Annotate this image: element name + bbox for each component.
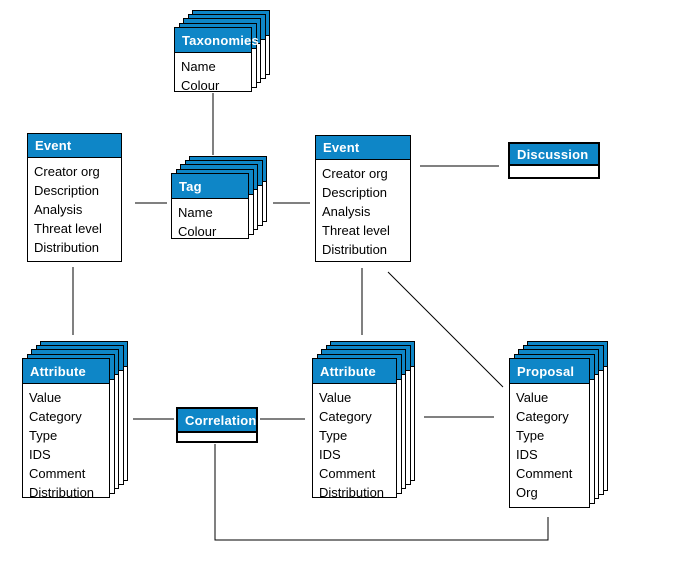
field-row: Comment xyxy=(319,466,376,481)
entity-title: Tag xyxy=(172,174,248,199)
field-row: IDS xyxy=(29,447,51,462)
field-row: Category xyxy=(29,409,82,424)
field-row: Org xyxy=(516,485,538,500)
entity-title: Taxonomies xyxy=(175,28,259,53)
field-row: Description xyxy=(322,185,388,200)
field-row: Type xyxy=(319,428,348,443)
field-row: Creator org xyxy=(34,164,100,179)
field-row: Comment xyxy=(29,466,86,481)
field-row: Name xyxy=(178,205,213,220)
field-row: Threat level xyxy=(34,221,102,236)
entity-title: Event xyxy=(28,134,121,158)
field-row: Type xyxy=(29,428,58,443)
field-row: Distribution xyxy=(322,242,388,257)
field-row: Category xyxy=(516,409,569,424)
field-row: IDS xyxy=(516,447,538,462)
field-row: Comment xyxy=(516,466,573,481)
field-row: Distribution xyxy=(34,240,100,255)
entity-fields xyxy=(510,166,598,170)
field-row: Analysis xyxy=(322,204,371,219)
entity-title: Attribute xyxy=(23,359,109,384)
field-row: Value xyxy=(516,390,549,405)
entity-correlation: Correlation xyxy=(176,407,258,443)
field-row: Creator org xyxy=(322,166,388,181)
entity-discussion: Discussion xyxy=(508,142,600,179)
field-row: Threat level xyxy=(322,223,390,238)
field-row: Colour xyxy=(181,78,220,93)
field-row: Distribution xyxy=(319,485,385,500)
field-row: Colour xyxy=(178,224,217,239)
entity-title: Discussion xyxy=(510,144,598,166)
field-row: IDS xyxy=(319,447,341,462)
field-row: Category xyxy=(319,409,372,424)
entity-title: Correlation xyxy=(178,409,256,433)
field-row: Description xyxy=(34,183,100,198)
entity-title: Proposal xyxy=(510,359,589,384)
entity-title: Attribute xyxy=(313,359,396,384)
entity-title: Event xyxy=(316,136,410,160)
field-row: Value xyxy=(29,390,62,405)
field-row: Distribution xyxy=(29,485,95,500)
field-row: Type xyxy=(516,428,545,443)
entity-fields xyxy=(178,433,256,437)
field-row: Value xyxy=(319,390,352,405)
field-row: Name xyxy=(181,59,216,74)
field-row: Analysis xyxy=(34,202,83,217)
